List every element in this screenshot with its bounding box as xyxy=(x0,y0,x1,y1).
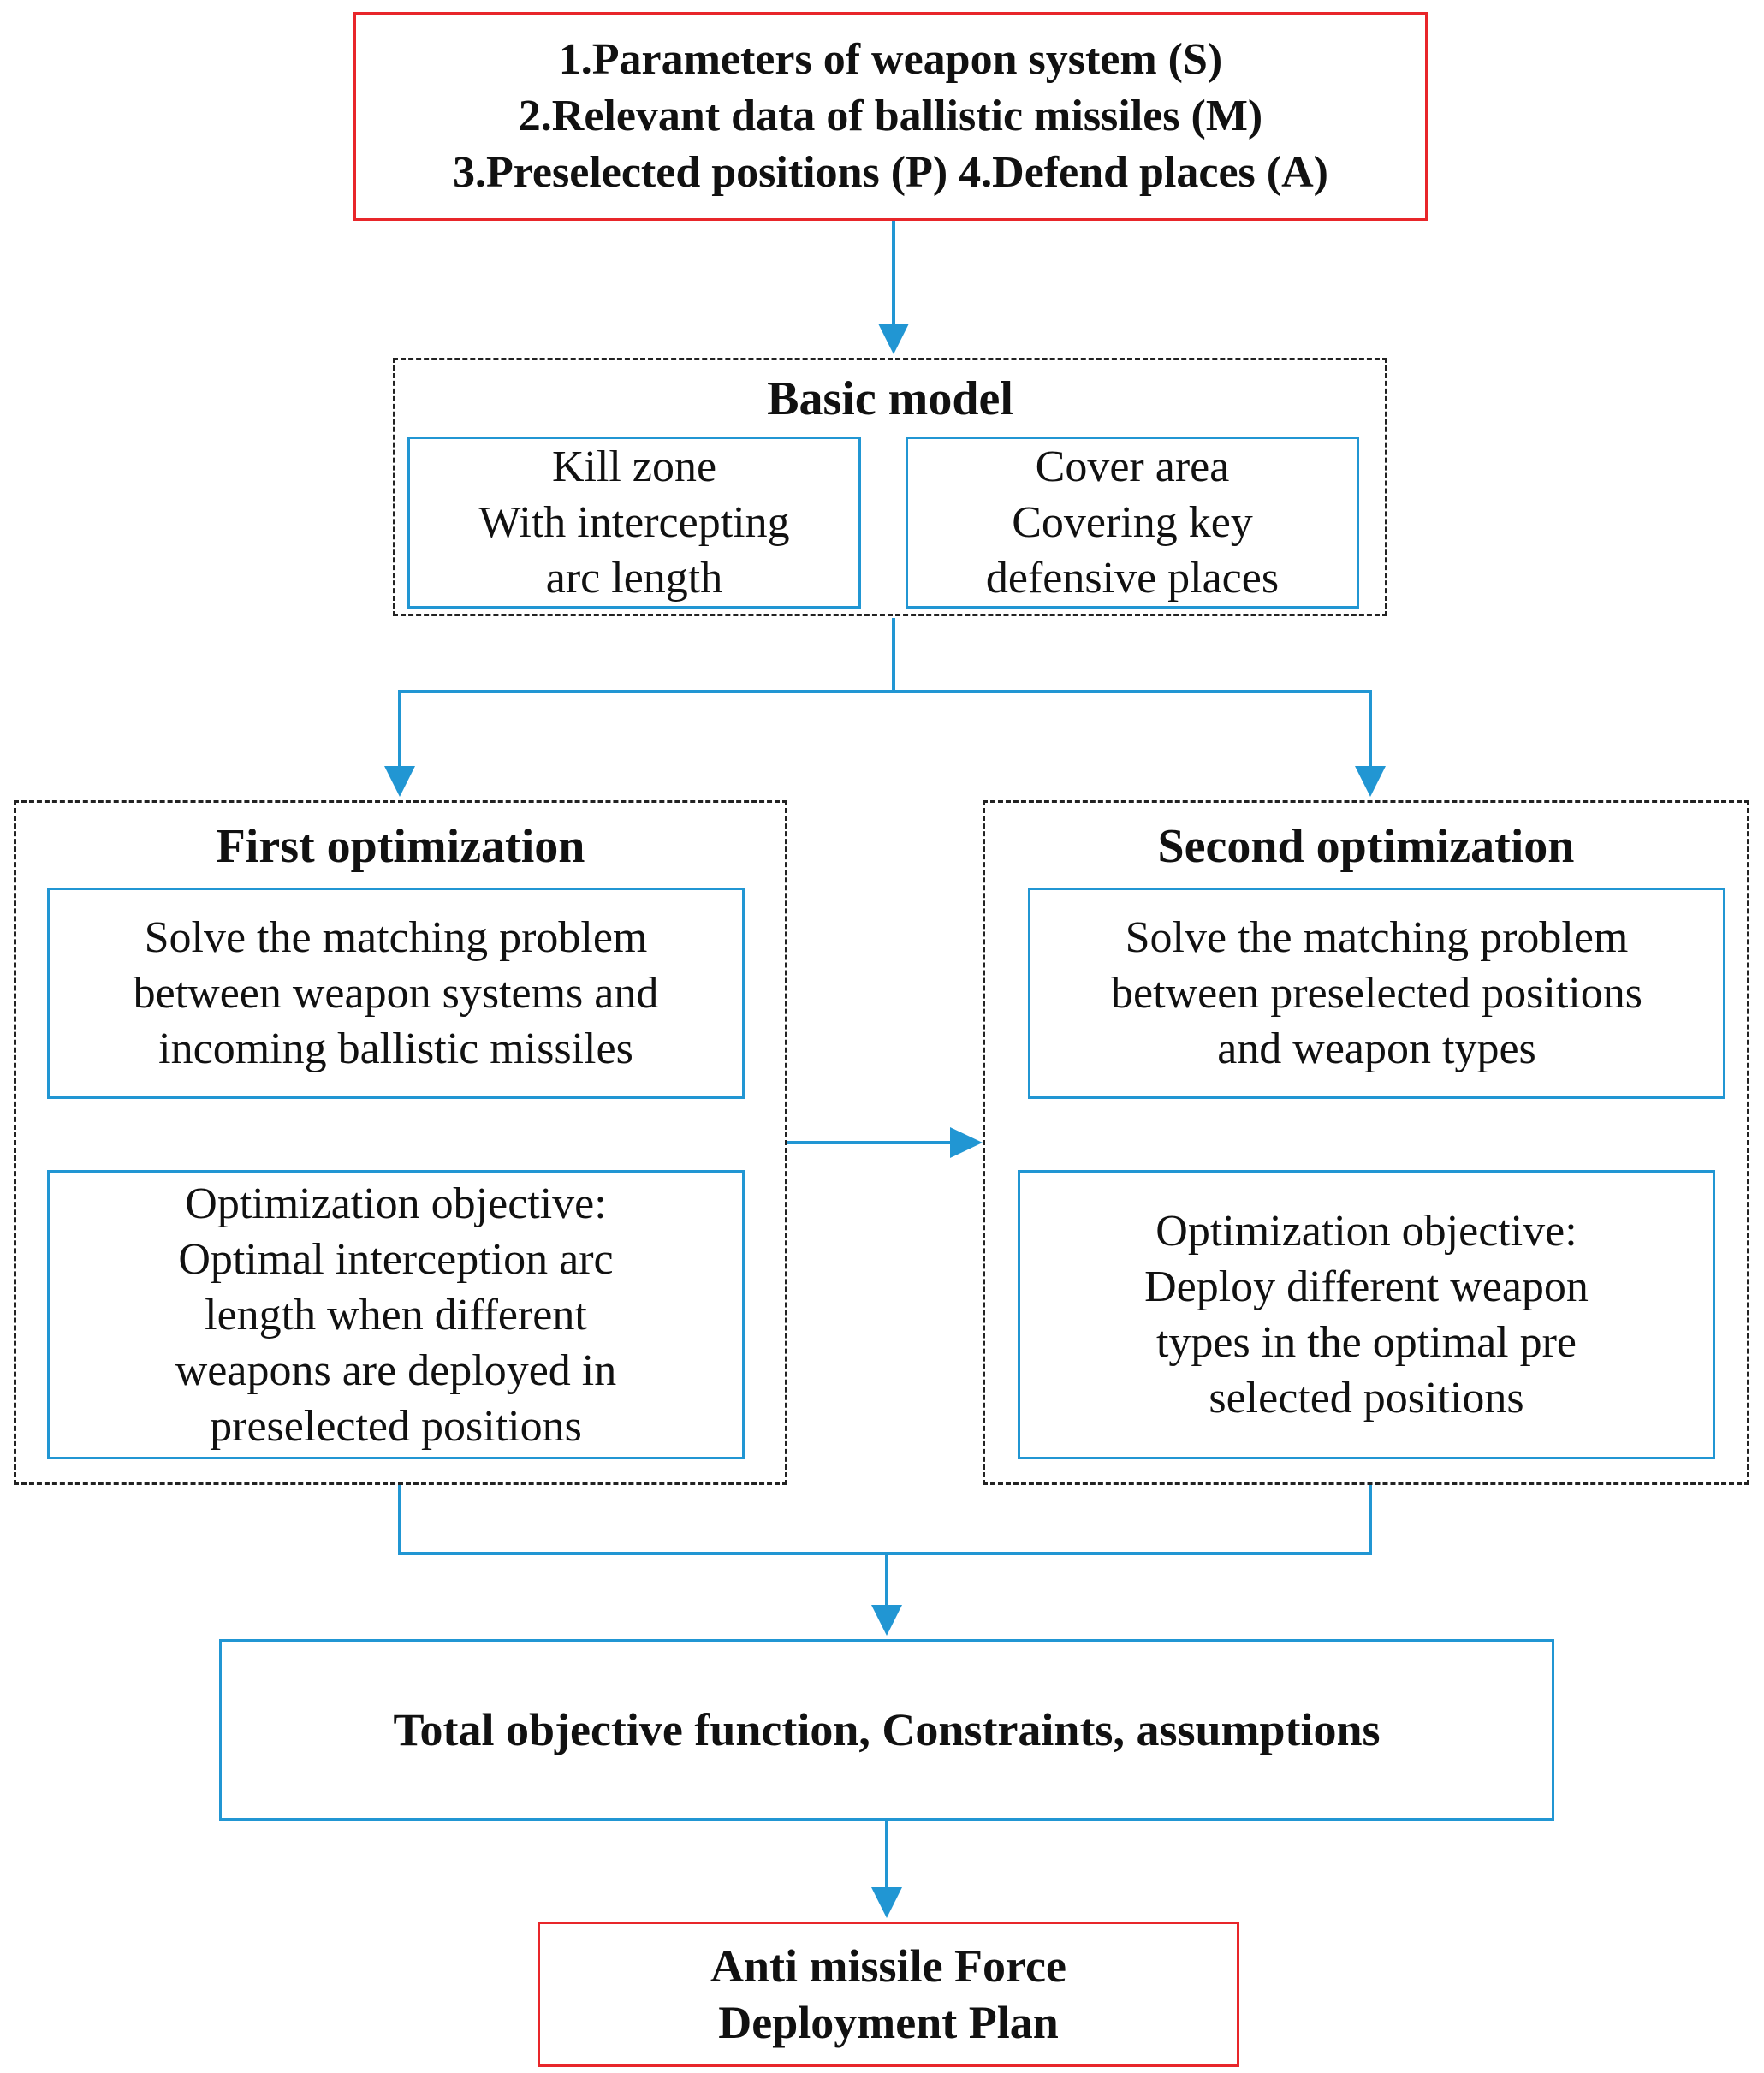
second-problem-line-1: Solve the matching problem xyxy=(1125,913,1629,962)
arrowhead-total xyxy=(871,1605,902,1636)
basic-model-title: Basic model xyxy=(767,372,1013,425)
kill-zone-box: Kill zone With intercepting arc length xyxy=(407,437,861,609)
first-objective-line-1: Optimization objective: xyxy=(185,1179,607,1228)
first-objective-line-4: weapons are deployed in xyxy=(175,1345,617,1395)
input-line-weapon-system: 1.Parameters of weapon system (S) xyxy=(558,35,1223,84)
arrowhead-second xyxy=(1355,766,1386,797)
total-objective-box: Total objective function, Constraints, a… xyxy=(219,1639,1554,1821)
deployment-plan-line-1: Anti missile Force xyxy=(710,1940,1066,1992)
second-optimization-group: Second optimization xyxy=(983,800,1749,1485)
kill-zone-line-1: Kill zone xyxy=(551,443,717,491)
first-optimization-group: First optimization xyxy=(14,800,787,1485)
first-optimization-objective-box: Optimization objective: Optimal intercep… xyxy=(47,1170,745,1459)
arrowhead-basic-model xyxy=(878,324,909,354)
input-line-positions-places: 3.Preselected positions (P) 4.Defend pla… xyxy=(453,148,1328,197)
second-problem-line-2: between preselected positions xyxy=(1111,969,1642,1018)
cover-area-box: Cover area Covering key defensive places xyxy=(906,437,1359,609)
second-objective-line-1: Optimization objective: xyxy=(1155,1207,1577,1256)
second-optimization-title: Second optimization xyxy=(1157,820,1575,873)
second-objective-line-4: selected positions xyxy=(1209,1374,1524,1423)
arrowhead-first xyxy=(384,766,415,797)
first-problem-line-1: Solve the matching problem xyxy=(144,913,648,962)
kill-zone-line-2: With intercepting xyxy=(478,498,790,547)
arrow-basic-model-to-second xyxy=(894,690,1372,766)
first-optimization-title: First optimization xyxy=(216,820,585,873)
first-objective-line-5: preselected positions xyxy=(210,1401,582,1451)
second-objective-line-2: Deploy different weapon xyxy=(1144,1262,1589,1311)
kill-zone-line-3: arc length xyxy=(545,554,723,603)
basic-model-group: Basic model xyxy=(393,358,1387,616)
arrowhead-output xyxy=(871,1887,902,1918)
arrow-optimizations-to-total xyxy=(398,1485,1372,1605)
first-objective-line-3: length when different xyxy=(205,1290,587,1339)
second-optimization-objective-box: Optimization objective: Deploy different… xyxy=(1018,1170,1715,1459)
total-objective-label: Total objective function, Constraints, a… xyxy=(393,1704,1381,1755)
first-problem-line-2: between weapon systems and xyxy=(133,969,659,1018)
second-optimization-problem-box: Solve the matching problem between prese… xyxy=(1028,888,1725,1099)
deployment-plan-box: Anti missile Force Deployment Plan xyxy=(538,1922,1239,2067)
second-objective-line-3: types in the optimal pre xyxy=(1155,1318,1577,1367)
input-line-ballistic-missiles: 2.Relevant data of ballistic missiles (M… xyxy=(518,92,1263,140)
deployment-plan-line-2: Deployment Plan xyxy=(718,1997,1059,2048)
cover-area-line-1: Cover area xyxy=(1035,443,1230,491)
arrow-basic-model-to-first xyxy=(398,618,895,766)
cover-area-line-3: defensive places xyxy=(985,554,1280,603)
first-problem-line-3: incoming ballistic missiles xyxy=(158,1025,633,1073)
cover-area-line-2: Covering key xyxy=(1012,498,1253,547)
input-parameters-box: 1.Parameters of weapon system (S) 2.Rele… xyxy=(353,12,1428,221)
arrowhead-to-second-group xyxy=(950,1127,983,1158)
first-objective-line-2: Optimal interception arc xyxy=(178,1234,614,1284)
first-optimization-problem-box: Solve the matching problem between weapo… xyxy=(47,888,745,1099)
second-problem-line-3: and weapon types xyxy=(1217,1025,1536,1073)
